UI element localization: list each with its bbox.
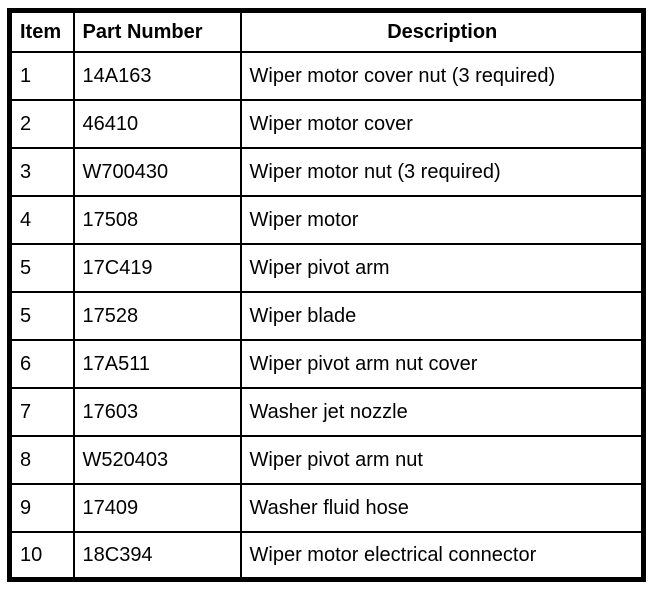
description-cell: Wiper motor: [239, 194, 645, 245]
part-number-cell: W700430: [72, 146, 242, 197]
part-number-cell: 17A511: [72, 338, 242, 389]
part-number-cell: 14A163: [72, 50, 242, 101]
header-row: Item Part Number Description: [8, 9, 645, 53]
item-cell: 4: [8, 194, 75, 245]
part-number-cell: 17C419: [72, 242, 242, 293]
part-number-cell: 46410: [72, 98, 242, 149]
item-cell: 7: [8, 386, 75, 437]
description-cell: Wiper motor cover nut (3 required): [239, 50, 645, 101]
part-number-cell: 17409: [72, 482, 242, 533]
part-number-cell: W520403: [72, 434, 242, 485]
item-cell: 5: [8, 290, 75, 341]
description-cell: Wiper motor nut (3 required): [239, 146, 645, 197]
part-number-cell: 17528: [72, 290, 242, 341]
header-part-number: Part Number: [72, 9, 242, 53]
part-number-cell: 17603: [72, 386, 242, 437]
description-cell: Wiper pivot arm nut: [239, 434, 645, 485]
header-description: Description: [239, 9, 645, 53]
item-cell: 1: [8, 50, 75, 101]
table-header: Item Part Number Description: [8, 9, 645, 53]
description-cell: Wiper motor cover: [239, 98, 645, 149]
part-number-cell: 17508: [72, 194, 242, 245]
item-cell: 9: [8, 482, 75, 533]
item-cell: 10: [8, 530, 75, 581]
description-cell: Wiper blade: [239, 290, 645, 341]
item-cell: 8: [8, 434, 75, 485]
description-cell: Washer fluid hose: [239, 482, 645, 533]
part-number-cell: 18C394: [72, 530, 242, 581]
description-cell: Washer jet nozzle: [239, 386, 645, 437]
item-cell: 2: [8, 98, 75, 149]
header-item: Item: [8, 9, 75, 53]
description-cell: Wiper pivot arm: [239, 242, 645, 293]
description-cell: Wiper pivot arm nut cover: [239, 338, 645, 389]
item-cell: 3: [8, 146, 75, 197]
item-cell: 6: [8, 338, 75, 389]
description-cell: Wiper motor electrical connector: [239, 530, 645, 581]
item-cell: 5: [8, 242, 75, 293]
